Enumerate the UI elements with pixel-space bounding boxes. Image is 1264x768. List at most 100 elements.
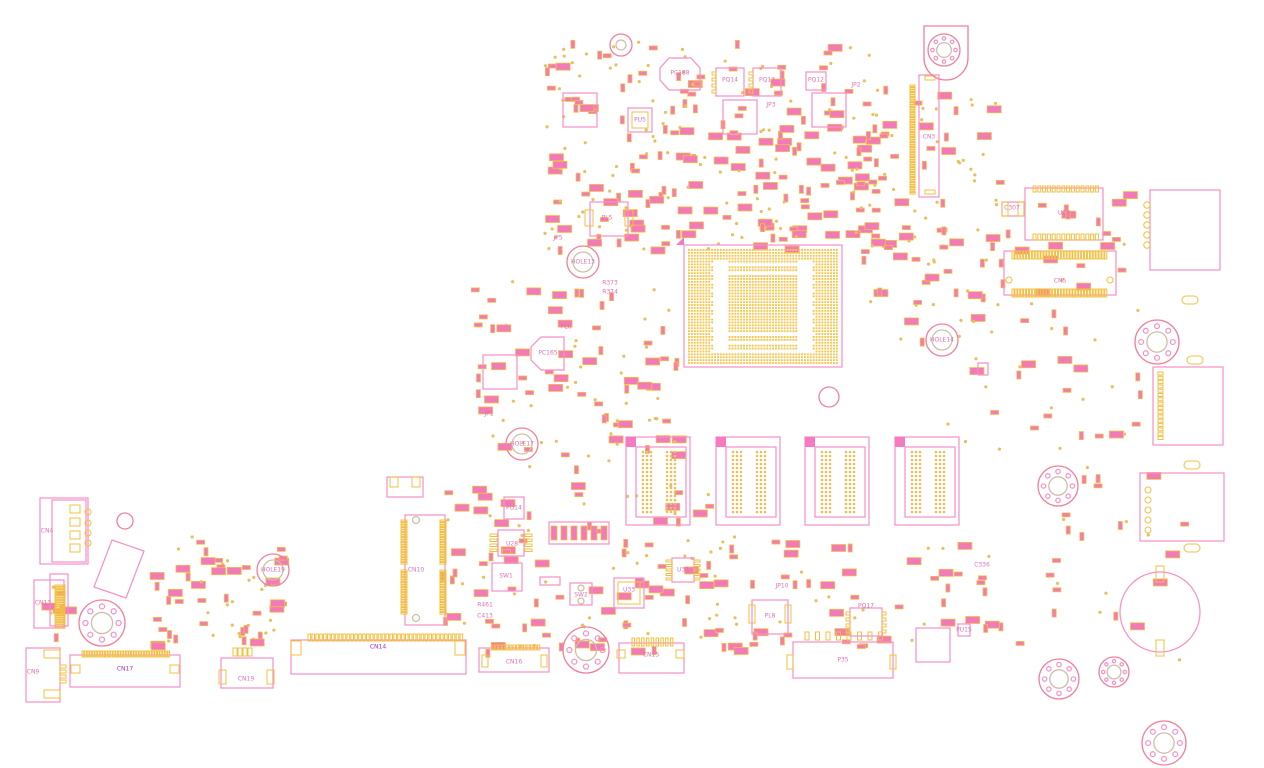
bga-ball xyxy=(815,249,818,251)
bga-ball xyxy=(815,286,818,289)
bga-ball xyxy=(818,312,821,315)
via-ring xyxy=(594,635,601,642)
bga-ball xyxy=(815,278,818,280)
bga-ball xyxy=(763,304,766,306)
ball xyxy=(739,474,743,478)
bga-ball xyxy=(830,254,832,257)
pad xyxy=(400,557,408,560)
pad xyxy=(439,584,447,588)
bga-ball xyxy=(815,350,818,353)
bga-ball xyxy=(746,362,748,364)
pad xyxy=(909,182,916,185)
bga-ball xyxy=(763,298,766,301)
bga-ball xyxy=(751,338,754,341)
smd-part xyxy=(1135,372,1141,382)
bga-ball xyxy=(775,298,777,301)
via-ring xyxy=(1149,728,1156,735)
bga-ball xyxy=(789,309,792,312)
circle xyxy=(84,508,92,516)
via xyxy=(1146,533,1150,537)
bga-ball xyxy=(754,280,757,283)
smd-part xyxy=(526,287,542,296)
mounting-hole xyxy=(1098,656,1130,688)
pad xyxy=(836,631,841,641)
ball xyxy=(914,494,918,498)
pad xyxy=(693,559,701,563)
ball xyxy=(942,466,946,470)
bga-ball xyxy=(751,283,754,286)
pad xyxy=(400,532,408,535)
hole-drill xyxy=(90,611,114,635)
bga-ball xyxy=(830,278,832,280)
pad xyxy=(909,114,916,118)
bga-ball xyxy=(821,263,824,266)
bga-ball xyxy=(714,251,716,254)
pad xyxy=(54,588,66,592)
smd-part xyxy=(778,236,788,242)
bga-ball xyxy=(705,338,708,341)
bga-ball xyxy=(751,336,754,338)
connector-pin xyxy=(408,633,413,642)
connector-pin xyxy=(428,633,432,642)
chip-U33 xyxy=(613,577,645,609)
bga-ball xyxy=(789,251,792,254)
bga-ball xyxy=(711,295,714,298)
bga-ball xyxy=(757,318,760,321)
bga-ball xyxy=(769,307,772,309)
bga-ball xyxy=(699,278,702,280)
outline xyxy=(811,92,847,128)
bga-ball xyxy=(821,309,824,312)
pad xyxy=(909,92,916,95)
bga-ball xyxy=(766,266,769,269)
bga-ball xyxy=(777,344,780,347)
bga-ball xyxy=(804,249,806,251)
smd-part xyxy=(553,199,562,205)
circle xyxy=(1143,231,1151,239)
smd-part xyxy=(1137,390,1143,400)
bga-ball xyxy=(795,260,798,263)
bga-ball xyxy=(783,321,786,324)
bga-ball xyxy=(708,298,711,301)
bga-ball xyxy=(711,278,714,280)
bga-ball xyxy=(743,330,745,333)
bga-ball xyxy=(783,266,786,269)
smd-part xyxy=(573,103,579,113)
ball xyxy=(755,502,759,506)
bga-ball xyxy=(696,362,699,364)
bga-ball xyxy=(699,269,702,272)
ball xyxy=(942,458,946,462)
bga-ball xyxy=(699,263,702,266)
connector-pin xyxy=(86,650,90,658)
bga-ball xyxy=(693,249,696,251)
ball xyxy=(820,482,824,486)
ball xyxy=(828,474,832,478)
bga-ball xyxy=(818,336,821,338)
bga-ball xyxy=(711,327,714,330)
bga-ball xyxy=(824,341,827,344)
smd-part xyxy=(223,593,229,603)
bga-ball xyxy=(780,269,783,272)
bga-ball xyxy=(789,353,792,356)
bga-ball xyxy=(835,263,838,266)
bga-ball xyxy=(699,344,702,347)
bga-ball xyxy=(795,336,798,338)
bga-ball xyxy=(740,251,743,254)
smd-part xyxy=(645,445,650,454)
smd-part xyxy=(518,375,528,381)
bga-ball xyxy=(777,260,780,263)
bga-ball xyxy=(699,312,702,315)
ball xyxy=(759,474,763,478)
smd-part xyxy=(150,642,166,651)
smd-part xyxy=(655,435,671,444)
bga-ball xyxy=(746,251,748,254)
outline xyxy=(600,525,608,541)
bga-ball xyxy=(766,362,769,364)
bga-ball xyxy=(769,330,772,333)
ball xyxy=(938,474,942,478)
mounting-hole xyxy=(566,245,600,279)
bga-ball xyxy=(728,315,731,318)
via xyxy=(683,104,688,108)
ball xyxy=(910,458,914,462)
ball xyxy=(669,474,673,478)
